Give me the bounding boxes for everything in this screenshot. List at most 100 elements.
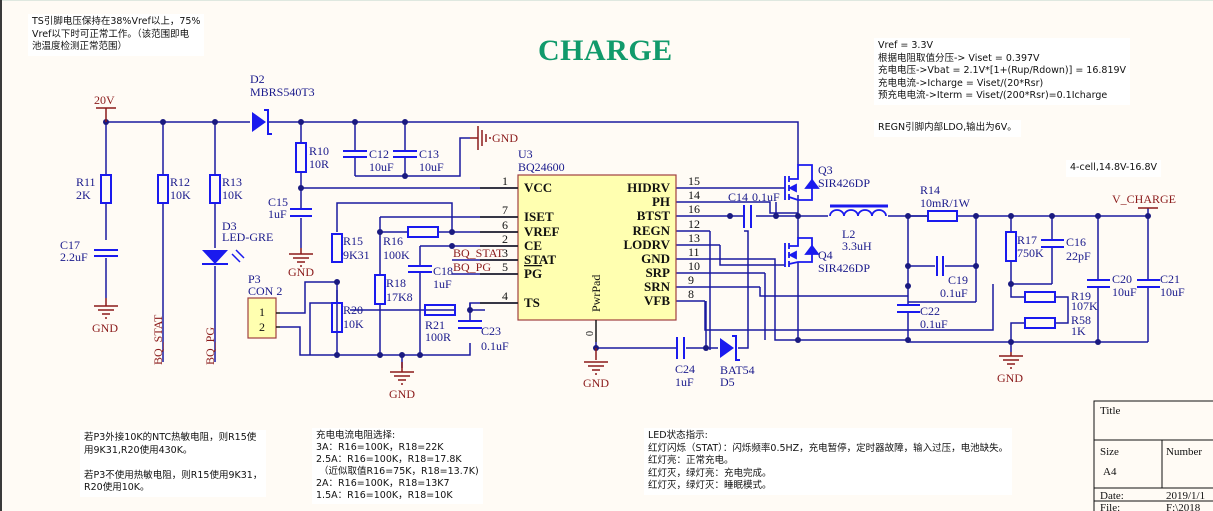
resistor-r21 bbox=[424, 304, 456, 316]
sheet-top-edge bbox=[0, 0, 1213, 1]
u3-pin-number: 15 bbox=[688, 174, 700, 188]
svg-text:C20: C20 bbox=[1112, 272, 1132, 286]
u3-pin-number: 6 bbox=[502, 218, 508, 232]
capacitor-c20 bbox=[1087, 279, 1110, 288]
svg-text:SIR426DP: SIR426DP bbox=[818, 261, 870, 275]
svg-text:R19: R19 bbox=[1071, 289, 1091, 303]
wires bbox=[105, 121, 1149, 368]
svg-text:100K: 100K bbox=[383, 248, 410, 262]
u3-pin-name: REGN bbox=[632, 223, 670, 238]
regn-note: REGN引脚内部LDO,输出为6V。 bbox=[874, 120, 1021, 137]
svg-text:PwrPad: PwrPad bbox=[589, 275, 603, 312]
ic-u3: U3 BQ24600 PwrPad 0 bbox=[517, 147, 677, 342]
svg-text:10mR/1W: 10mR/1W bbox=[920, 196, 971, 210]
u3-pin-number: 3 bbox=[502, 246, 508, 260]
svg-text:750K: 750K bbox=[1017, 246, 1044, 260]
svg-text:0: 0 bbox=[585, 331, 596, 336]
ts-note: TS引脚电压保持在38%Vref以上，75% Vref以下时可正常工作。（该范围… bbox=[28, 14, 205, 56]
svg-text:L2: L2 bbox=[842, 227, 855, 241]
u3-pin-number: 1 bbox=[502, 174, 508, 188]
svg-text:10uF: 10uF bbox=[1112, 285, 1137, 299]
svg-text:0.1uF: 0.1uF bbox=[481, 339, 509, 353]
u3-pin-name: SRP bbox=[645, 265, 670, 280]
resistor-r58 bbox=[1024, 317, 1056, 329]
svg-text:0.1uF: 0.1uF bbox=[920, 317, 948, 331]
capacitor-c24 bbox=[676, 337, 685, 359]
svg-text:D2: D2 bbox=[250, 72, 265, 86]
resistor-r18 bbox=[374, 274, 386, 305]
u3-pin-number: 13 bbox=[688, 231, 700, 245]
u3-pin-name: BTST bbox=[637, 208, 671, 223]
u3-pin-number: 5 bbox=[502, 260, 508, 274]
svg-text:C24: C24 bbox=[675, 362, 695, 376]
svg-text:R10: R10 bbox=[309, 144, 329, 158]
resistor-r20 bbox=[331, 302, 343, 333]
svg-text:C12: C12 bbox=[369, 147, 389, 161]
current-note: 充电电流电阻选择: 3A：R16=100K，R18=22K 2.5A：R16=1… bbox=[312, 428, 483, 504]
gnd-symbol-c17: GND bbox=[92, 298, 119, 335]
u3-pin-name: LODRV bbox=[624, 237, 671, 252]
svg-text:2.2uF: 2.2uF bbox=[60, 250, 88, 264]
svg-text:10uF: 10uF bbox=[419, 160, 444, 174]
u3-pin-number: 2 bbox=[502, 232, 508, 246]
u3-pin-number: 11 bbox=[688, 245, 700, 259]
u3-pin-name: VCC bbox=[524, 180, 552, 195]
capacitor-c16 bbox=[1041, 239, 1064, 248]
diode-d5: BAT54 D5 bbox=[720, 335, 755, 389]
svg-text:File:: File: bbox=[1100, 502, 1120, 511]
mosfet-q3: Q3 SIR426DP bbox=[784, 163, 870, 201]
u3-pin-name: ISET bbox=[524, 209, 554, 224]
gnd-symbol-c13: GND bbox=[470, 126, 518, 150]
net-20v: 20V bbox=[94, 93, 116, 122]
svg-text:1: 1 bbox=[259, 305, 265, 319]
net-bq-stat-vertical: BQ_STAT bbox=[151, 314, 165, 365]
capacitor-c22 bbox=[897, 304, 920, 313]
svg-text:F:\2018: F:\2018 bbox=[1166, 502, 1201, 511]
svg-text:R12: R12 bbox=[170, 175, 190, 189]
svg-text:GND: GND bbox=[288, 265, 314, 279]
u3-pin-name: GND bbox=[641, 251, 670, 266]
connector-p3: 1 2 P3 CON 2 bbox=[247, 272, 282, 339]
net-20v-label: 20V bbox=[94, 93, 115, 107]
svg-text:Number: Number bbox=[1166, 446, 1202, 458]
junction-dots bbox=[103, 119, 1151, 358]
u3-pin-number: 8 bbox=[688, 287, 694, 301]
svg-text:P3: P3 bbox=[248, 272, 261, 286]
svg-text:R21: R21 bbox=[425, 318, 445, 332]
svg-text:2019/1/1: 2019/1/1 bbox=[1166, 490, 1205, 502]
svg-text:2: 2 bbox=[259, 320, 265, 334]
svg-text:0.1uF: 0.1uF bbox=[752, 190, 780, 204]
svg-text:A4: A4 bbox=[1103, 466, 1117, 478]
svg-text:1uF: 1uF bbox=[268, 207, 287, 221]
svg-text:Q3: Q3 bbox=[818, 163, 833, 177]
u3-pin-number: 7 bbox=[502, 203, 508, 217]
u3-pin-name: STAT bbox=[524, 252, 556, 267]
svg-text:Title: Title bbox=[1100, 405, 1121, 417]
svg-text:GND: GND bbox=[997, 371, 1023, 385]
svg-text:R20: R20 bbox=[343, 303, 363, 317]
svg-text:C22: C22 bbox=[920, 304, 940, 318]
gnd-symbol-out: GND bbox=[997, 352, 1024, 385]
svg-text:GND: GND bbox=[492, 131, 518, 145]
u3-pin-number: 14 bbox=[688, 188, 700, 202]
sheet-title: CHARGE bbox=[538, 34, 673, 67]
gnd-symbol-c15: GND bbox=[288, 248, 314, 279]
svg-text:10K: 10K bbox=[222, 188, 243, 202]
svg-text:R17: R17 bbox=[1017, 233, 1037, 247]
svg-text:Date:: Date: bbox=[1100, 490, 1124, 502]
resistor-r16 bbox=[407, 226, 439, 238]
svg-text:Size: Size bbox=[1100, 446, 1119, 458]
svg-text:C17: C17 bbox=[60, 238, 80, 252]
svg-text:GND: GND bbox=[389, 387, 415, 401]
resistor-r15 bbox=[331, 233, 343, 263]
svg-text:Q4: Q4 bbox=[818, 248, 833, 262]
svg-text:C18: C18 bbox=[433, 264, 453, 278]
capacitor-c18 bbox=[408, 265, 432, 273]
svg-text:D5: D5 bbox=[720, 375, 735, 389]
formula-note: Vref = 3.3V 根据电阻取值分压-> Viset = 0.397V 充电… bbox=[874, 38, 1131, 105]
svg-text:2K: 2K bbox=[76, 188, 91, 202]
resistor-r14 bbox=[927, 210, 958, 222]
u3-pin-name: VFB bbox=[644, 293, 670, 308]
